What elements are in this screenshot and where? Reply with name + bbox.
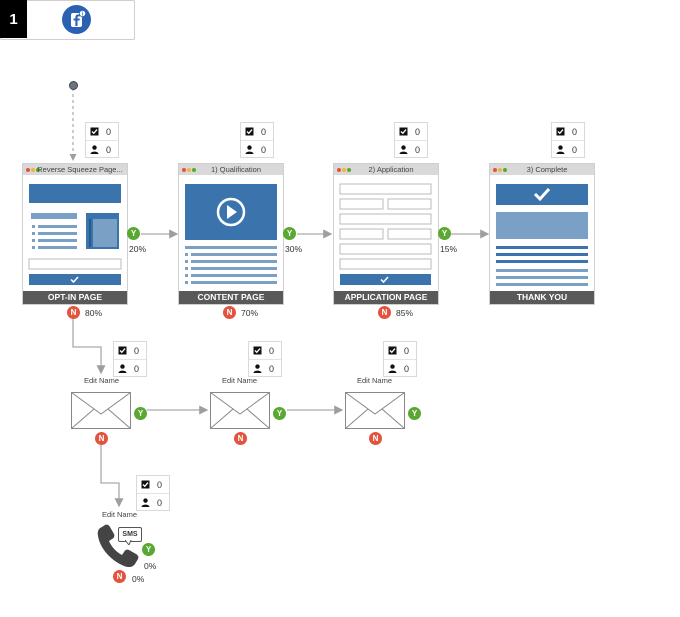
checkbox-icon — [116, 346, 128, 355]
window-bar — [23, 164, 127, 175]
person-icon — [243, 145, 255, 154]
email-envelope-icon[interactable] — [345, 392, 405, 429]
page-title: 1) Qualification — [210, 165, 262, 174]
yes-percentage: 0% — [144, 561, 157, 571]
person-icon — [88, 145, 100, 154]
no-percentage: 85% — [396, 308, 414, 318]
checks-count: 0 — [572, 126, 578, 137]
yes-badge[interactable]: Y — [127, 227, 140, 240]
window-bar — [490, 164, 594, 175]
no-percentage: 0% — [132, 574, 145, 584]
connector-email-to-sms — [100, 445, 124, 508]
thankyou-page-thumbnail — [496, 184, 588, 286]
no-percentage: 70% — [241, 308, 259, 318]
checks-count: 0 — [269, 345, 275, 356]
yes-percentage: 15% — [440, 244, 458, 254]
sms-name-label[interactable]: Edit Name — [102, 510, 138, 519]
checkbox-icon — [243, 127, 255, 136]
yes-badge[interactable]: Y — [134, 407, 147, 420]
people-count: 0 — [157, 497, 163, 508]
no-badge[interactable]: N — [113, 570, 126, 583]
email-name-label[interactable]: Edit Name — [222, 376, 258, 385]
no-badge[interactable]: N — [95, 432, 108, 445]
traffic-source-node[interactable]: 1 i — [0, 0, 135, 40]
no-percentage: 80% — [85, 308, 103, 318]
page-stats-application: 0 0 — [394, 122, 428, 158]
yes-percentage: 30% — [285, 244, 303, 254]
people-count: 0 — [261, 144, 267, 155]
optin-page-thumbnail — [28, 184, 122, 285]
person-icon — [554, 145, 566, 154]
sms-bubble-tail — [125, 540, 132, 545]
checks-count: 0 — [106, 126, 112, 137]
window-bar — [179, 164, 283, 175]
email-stats-3: 0 0 — [383, 341, 417, 377]
checks-count: 0 — [404, 345, 410, 356]
connection-handle[interactable] — [69, 81, 78, 90]
page-stats-optin: 0 0 — [85, 122, 119, 158]
person-icon — [139, 498, 151, 507]
svg-text:i: i — [82, 11, 84, 17]
application-page-thumbnail — [339, 183, 432, 285]
page-footer-label: THANK YOU — [490, 291, 594, 304]
page-footer-label: APPLICATION PAGE — [334, 291, 438, 304]
page-stats-thankyou: 0 0 — [551, 122, 585, 158]
checkbox-icon — [554, 127, 566, 136]
yes-badge[interactable]: Y — [142, 543, 155, 556]
no-badge[interactable]: N — [67, 306, 80, 319]
people-count: 0 — [106, 144, 112, 155]
phone-icon[interactable] — [96, 524, 142, 570]
connector-optin-to-email — [72, 318, 106, 375]
people-count: 0 — [404, 363, 410, 374]
email-name-label[interactable]: Edit Name — [357, 376, 393, 385]
person-icon — [397, 145, 409, 154]
people-count: 0 — [134, 363, 140, 374]
checkbox-icon — [88, 127, 100, 136]
no-badge[interactable]: N — [223, 306, 236, 319]
yes-badge[interactable]: Y — [283, 227, 296, 240]
checkbox-icon — [397, 127, 409, 136]
yes-badge[interactable]: Y — [273, 407, 286, 420]
email-stats-1: 0 0 — [113, 341, 147, 377]
page-title: Reverse Squeeze Page... — [37, 165, 123, 174]
yes-percentage: 20% — [129, 244, 147, 254]
yes-badge[interactable]: Y — [438, 227, 451, 240]
no-badge[interactable]: N — [369, 432, 382, 445]
people-count: 0 — [572, 144, 578, 155]
people-count: 0 — [415, 144, 421, 155]
person-icon — [386, 364, 398, 373]
person-icon — [116, 364, 128, 373]
checks-count: 0 — [134, 345, 140, 356]
email-name-label[interactable]: Edit Name — [84, 376, 120, 385]
email-envelope-icon[interactable] — [210, 392, 270, 429]
page-footer-label: CONTENT PAGE — [179, 291, 283, 304]
funnel-page-optin[interactable]: Reverse Squeeze Page... OPT-IN PAGE — [22, 163, 128, 305]
checkbox-icon — [139, 480, 151, 489]
funnel-page-application[interactable]: 2) Application APPLICATION PAGE — [333, 163, 439, 305]
person-icon — [251, 364, 263, 373]
page-footer-label: OPT-IN PAGE — [23, 291, 127, 304]
facebook-icon: i — [62, 5, 91, 34]
checks-count: 0 — [261, 126, 267, 137]
step-number: 1 — [0, 0, 27, 38]
people-count: 0 — [269, 363, 275, 374]
checks-count: 0 — [157, 479, 163, 490]
funnel-page-thankyou[interactable]: 3) Complete THANK YOU — [489, 163, 595, 305]
email-stats-2: 0 0 — [248, 341, 282, 377]
email-envelope-icon[interactable] — [71, 392, 131, 429]
checks-count: 0 — [415, 126, 421, 137]
no-badge[interactable]: N — [234, 432, 247, 445]
content-page-thumbnail — [185, 184, 277, 284]
checkbox-icon — [386, 346, 398, 355]
window-bar — [334, 164, 438, 175]
no-badge[interactable]: N — [378, 306, 391, 319]
page-title: 2) Application — [368, 165, 414, 174]
yes-badge[interactable]: Y — [408, 407, 421, 420]
page-stats-content: 0 0 — [240, 122, 274, 158]
checkbox-icon — [251, 346, 263, 355]
funnel-page-content[interactable]: 1) Qualification CONTENT PAGE — [178, 163, 284, 305]
sms-stats: 0 0 — [136, 475, 170, 511]
page-title: 3) Complete — [526, 165, 568, 174]
